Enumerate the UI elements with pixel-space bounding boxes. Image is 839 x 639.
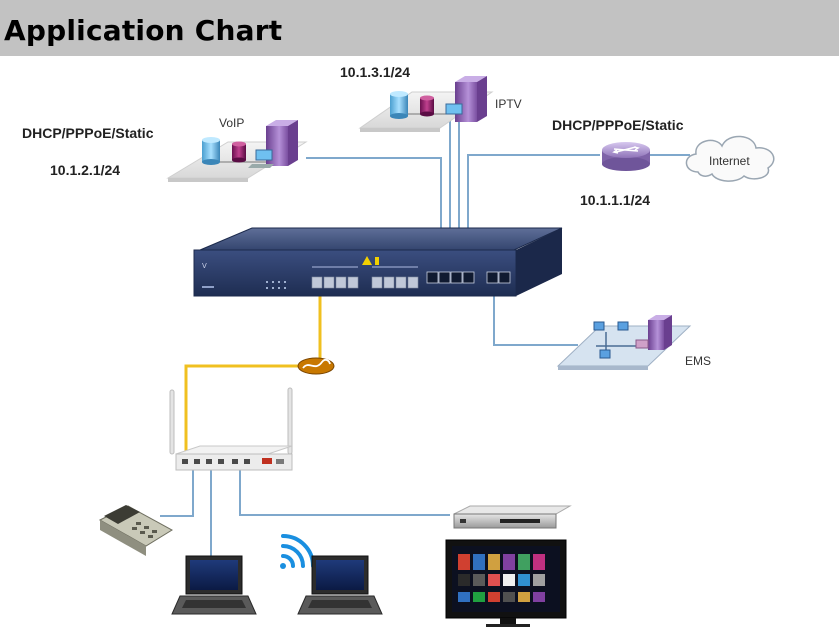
internet-mode-label: DHCP/PPPoE/Static xyxy=(552,117,684,133)
laptop-icon xyxy=(171,555,257,615)
telephone-icon xyxy=(98,505,173,556)
fiber-splitter-onu xyxy=(184,364,298,462)
internet-cloud-icon xyxy=(685,135,775,182)
header-bar: Application Chart xyxy=(0,0,839,56)
onu-gateway-icon xyxy=(169,387,293,471)
link-phone xyxy=(160,468,194,517)
link-voip xyxy=(306,157,442,252)
olt-device-icon: V xyxy=(193,227,563,297)
set-top-box-icon xyxy=(453,505,572,529)
internet-ip-label: 10.1.1.1/24 xyxy=(580,192,651,208)
voip-server-group-icon xyxy=(166,120,308,182)
router-icon xyxy=(602,142,650,171)
ems-label: EMS xyxy=(685,354,712,368)
iptv-label: IPTV xyxy=(495,97,522,111)
voip-ip-label: 10.1.2.1/24 xyxy=(50,162,121,178)
connection-lines xyxy=(160,108,690,556)
link-ems xyxy=(493,283,578,346)
page-title: Application Chart xyxy=(4,14,283,47)
fiber-lines xyxy=(184,290,322,462)
wifi-icon xyxy=(280,534,315,569)
voip-label: VoIP xyxy=(219,116,245,130)
iptv-ip-label: 10.1.3.1/24 xyxy=(340,64,411,80)
tv-icon xyxy=(445,539,567,627)
internet-label: Internet xyxy=(709,154,750,168)
link-internet xyxy=(467,154,600,252)
iptv-server-group-icon xyxy=(358,76,494,132)
ems-network-icon xyxy=(556,315,692,370)
laptop-icon xyxy=(297,555,383,615)
link-stb xyxy=(239,468,450,516)
svg-text:V: V xyxy=(202,262,207,270)
voip-mode-label: DHCP/PPPoE/Static xyxy=(22,125,154,141)
splitter-icon xyxy=(297,357,335,375)
